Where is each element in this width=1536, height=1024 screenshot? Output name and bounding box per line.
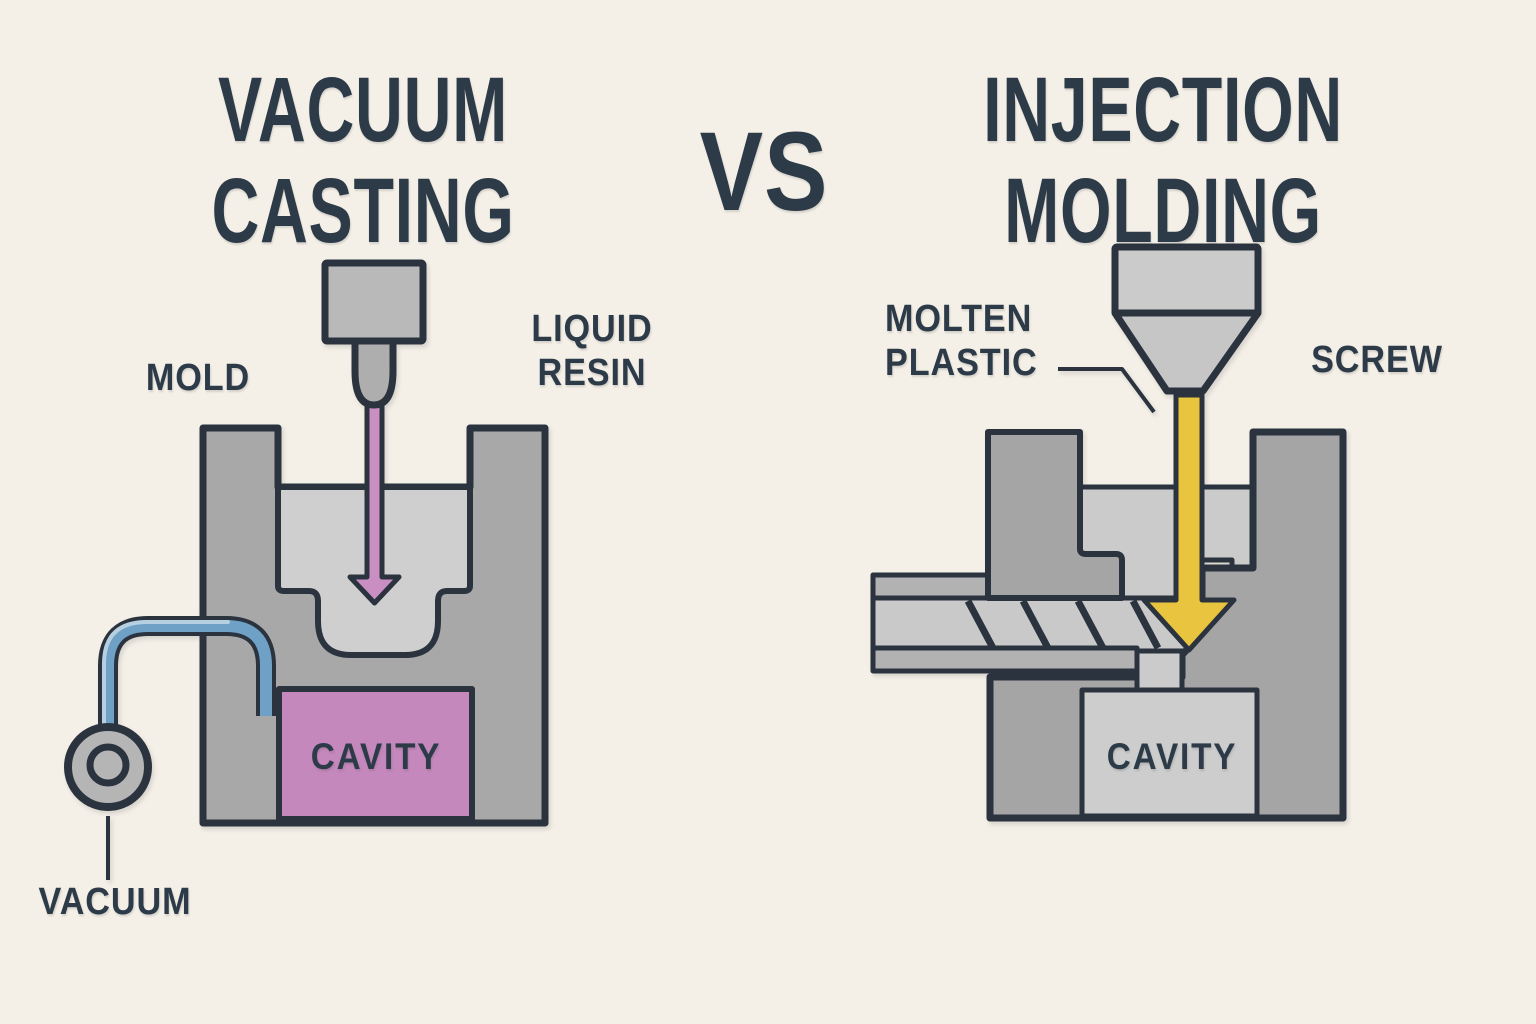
vs-label: VS bbox=[699, 109, 829, 234]
screw-flight-line bbox=[964, 599, 997, 650]
vacuum-tube-highlight bbox=[102, 620, 230, 738]
liquid-resin-line2: RESIN bbox=[537, 352, 647, 394]
molten-plastic-label: MOLTEN PLASTIC bbox=[885, 297, 1038, 385]
molten-plastic-line2: PLASTIC bbox=[885, 342, 1038, 384]
funnel-nozzle bbox=[351, 334, 397, 409]
screw-flight-line bbox=[1074, 599, 1107, 650]
funnel-block bbox=[321, 259, 427, 345]
screw-flight-line bbox=[1019, 599, 1052, 650]
screw-barrel-top bbox=[870, 572, 993, 601]
cavity-fill bbox=[276, 686, 475, 822]
molten-plastic-line1: MOLTEN bbox=[885, 298, 1033, 340]
vacuum-label: VACUUM bbox=[38, 881, 192, 923]
right-cavity-label: CAVITY bbox=[1106, 736, 1238, 777]
liquid-resin-label: LIQUID RESIN bbox=[531, 307, 652, 395]
sprue-neck bbox=[1134, 648, 1185, 696]
right-title-line2: MOLDING bbox=[1004, 160, 1322, 262]
molten-plastic-arrow bbox=[1141, 392, 1237, 653]
liquid-resin-line1: LIQUID bbox=[531, 308, 653, 350]
resin-arrow bbox=[347, 393, 402, 606]
mold-label: MOLD bbox=[145, 357, 251, 399]
left-title: VACUUM CASTING bbox=[211, 60, 514, 262]
left-cavity-label: CAVITY bbox=[310, 736, 442, 777]
hopper-funnel bbox=[1111, 309, 1262, 395]
mold-platen-left bbox=[985, 429, 1125, 601]
mold-cavity bbox=[1079, 687, 1260, 819]
screw-flight-line bbox=[1129, 599, 1162, 650]
left-title-line2: CASTING bbox=[211, 160, 515, 262]
vacuum-tube bbox=[102, 620, 272, 740]
vacuum-pump-hole bbox=[86, 743, 130, 787]
right-title-line1: INJECTION bbox=[983, 59, 1343, 161]
right-title: INJECTION MOLDING bbox=[983, 60, 1343, 262]
screw-barrel-bottom bbox=[870, 645, 1140, 674]
screw-label: SCREW bbox=[1311, 339, 1443, 381]
screw-flights bbox=[964, 599, 1162, 650]
molten-plastic-leader-line bbox=[1058, 367, 1156, 414]
mold-recess-right bbox=[1199, 484, 1256, 571]
left-title-line1: VACUUM bbox=[217, 59, 509, 161]
